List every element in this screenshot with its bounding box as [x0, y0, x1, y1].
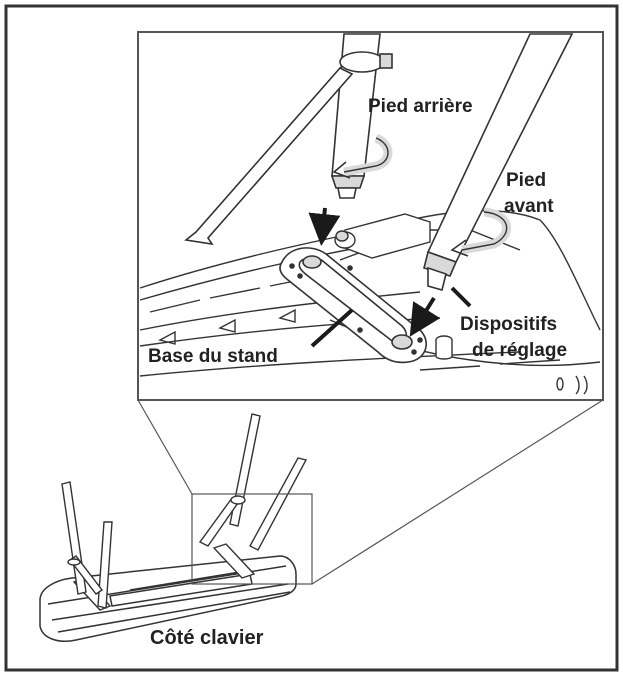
- label-front-leg-line2: avant: [504, 196, 554, 217]
- overview-brace-left: [68, 555, 104, 595]
- overview-leg-right-front: [249, 457, 308, 551]
- label-stand-base: Base du stand: [148, 346, 278, 367]
- pointer-arrows: [308, 207, 472, 348]
- label-adjusters-line1: Dispositifs: [460, 314, 557, 335]
- arrow-adjusters: [450, 286, 472, 308]
- surface-marks: [556, 375, 588, 395]
- label-adjusters-line2: de réglage: [472, 340, 567, 361]
- stand-base-plate: [279, 247, 428, 364]
- zoom-inset: Pied arrière Pied avant Dispositifs de r…: [137, 31, 604, 401]
- overview-legs: [61, 413, 308, 609]
- rear-leg: [184, 33, 393, 246]
- arrow-stand-base: [310, 308, 354, 348]
- detail-highlight-box: [191, 493, 313, 585]
- label-front-leg-line1: Pied: [506, 170, 546, 191]
- front-leg: [423, 33, 574, 291]
- arrow-rear-leg-insert: [308, 207, 341, 246]
- arrow-front-leg-insert: [409, 296, 441, 337]
- zoom-callout-lines: [137, 399, 604, 585]
- label-rear-leg: Pied arrière: [368, 96, 473, 117]
- spare-adjuster-cup: [435, 335, 453, 360]
- overview-leg-left-front: [97, 521, 113, 609]
- label-keyboard-side: Côté clavier: [150, 627, 264, 649]
- keyboard-overview: Côté clavier: [39, 413, 313, 649]
